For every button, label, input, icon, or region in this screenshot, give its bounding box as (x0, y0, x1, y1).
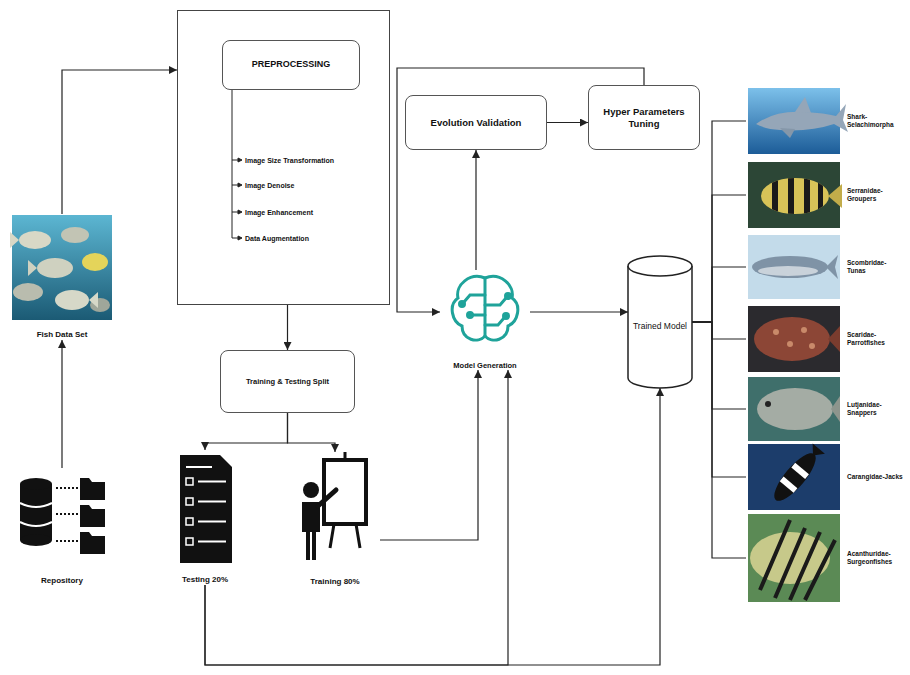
box-label: PREPROCESSING (252, 59, 331, 70)
class-label: Carangidae-Jacks (847, 473, 905, 481)
class-label: Shark-Selachimorpha (847, 113, 905, 129)
parrotfish-photo (748, 306, 840, 372)
class-label: Lutjanidae-Snappers (847, 401, 905, 417)
process-box: Training & Testing Split (220, 350, 355, 413)
class-node: Scombridae-Tunas (746, 233, 906, 301)
jack-photo (748, 442, 840, 510)
connector (61, 340, 62, 468)
caption: Fish Data Set (10, 330, 114, 340)
box-label: Trained Model (630, 321, 690, 332)
connector (287, 305, 288, 350)
class-node: Shark-Selachimorpha (746, 86, 906, 156)
cylinder-node: Trained Model (628, 256, 692, 388)
connector (380, 370, 478, 540)
icon-node: Model Generation (440, 270, 530, 370)
step-label: Data Augmentation (245, 234, 385, 244)
class-node: Carangidae-Jacks (746, 442, 906, 512)
class-node: Acanthuridae-Surgeonfishes (746, 512, 906, 604)
cylinder-shape (628, 256, 692, 388)
connector (692, 121, 746, 322)
shark-photo (748, 88, 848, 154)
brain-icon (452, 276, 518, 340)
fish-photo (10, 215, 112, 320)
connector (692, 267, 746, 322)
connector (205, 370, 508, 665)
process-box: PREPROCESSING (222, 40, 360, 90)
connector (205, 413, 288, 450)
process-box: Evolution Validation (405, 95, 547, 150)
connector (692, 195, 746, 322)
caption: Repository (10, 576, 114, 586)
trainer-icon (302, 452, 366, 560)
connector (692, 322, 746, 409)
class-label: Acanthuridae-Surgeonfishes (847, 550, 905, 566)
caption: Testing 20% (165, 575, 245, 585)
icon-node: Testing 20% (165, 450, 245, 585)
icon-node: Training 80% (290, 452, 380, 587)
class-node: Lutjanidae-Snappers (746, 375, 906, 443)
class-label: Scombridae-Tunas (847, 259, 905, 275)
image-node: Fish Data Set (10, 214, 114, 340)
connector (530, 311, 628, 312)
connector (547, 122, 588, 123)
box-label: Training & Testing Split (246, 377, 329, 386)
database-icon (20, 478, 105, 554)
tuna-photo (748, 235, 840, 299)
class-node: Serranidae-Groupers (746, 160, 906, 230)
class-label: Scaridae-Parrotfishes (847, 331, 905, 347)
class-node: Scaridae-Parrotfishes (746, 304, 906, 374)
surgeonfish-photo (748, 514, 840, 602)
connector (692, 322, 746, 558)
document-icon (180, 455, 232, 563)
box-label: Hyper Parameters Tuning (595, 106, 693, 130)
step-label: Image Enhancement (245, 208, 385, 218)
step-label: Image Denoise (245, 181, 385, 191)
box-label: Evolution Validation (431, 117, 522, 129)
step-label: Image Size Transformation (245, 156, 385, 166)
bracket-lines (232, 90, 242, 240)
connector (62, 70, 177, 214)
caption: Training 80% (290, 577, 380, 587)
snapper-photo (748, 377, 840, 441)
caption: Model Generation (440, 361, 530, 370)
grouper-photo (748, 162, 842, 228)
class-label: Serranidae-Groupers (847, 187, 905, 203)
container-box: Image Size TransformationImage DenoiseIm… (177, 10, 390, 305)
connector (475, 150, 476, 270)
icon-node: Repository (10, 468, 114, 586)
connector (288, 413, 336, 452)
connector (205, 388, 660, 665)
process-box: Hyper Parameters Tuning (588, 85, 700, 150)
connector (692, 322, 746, 477)
connector (692, 322, 746, 339)
